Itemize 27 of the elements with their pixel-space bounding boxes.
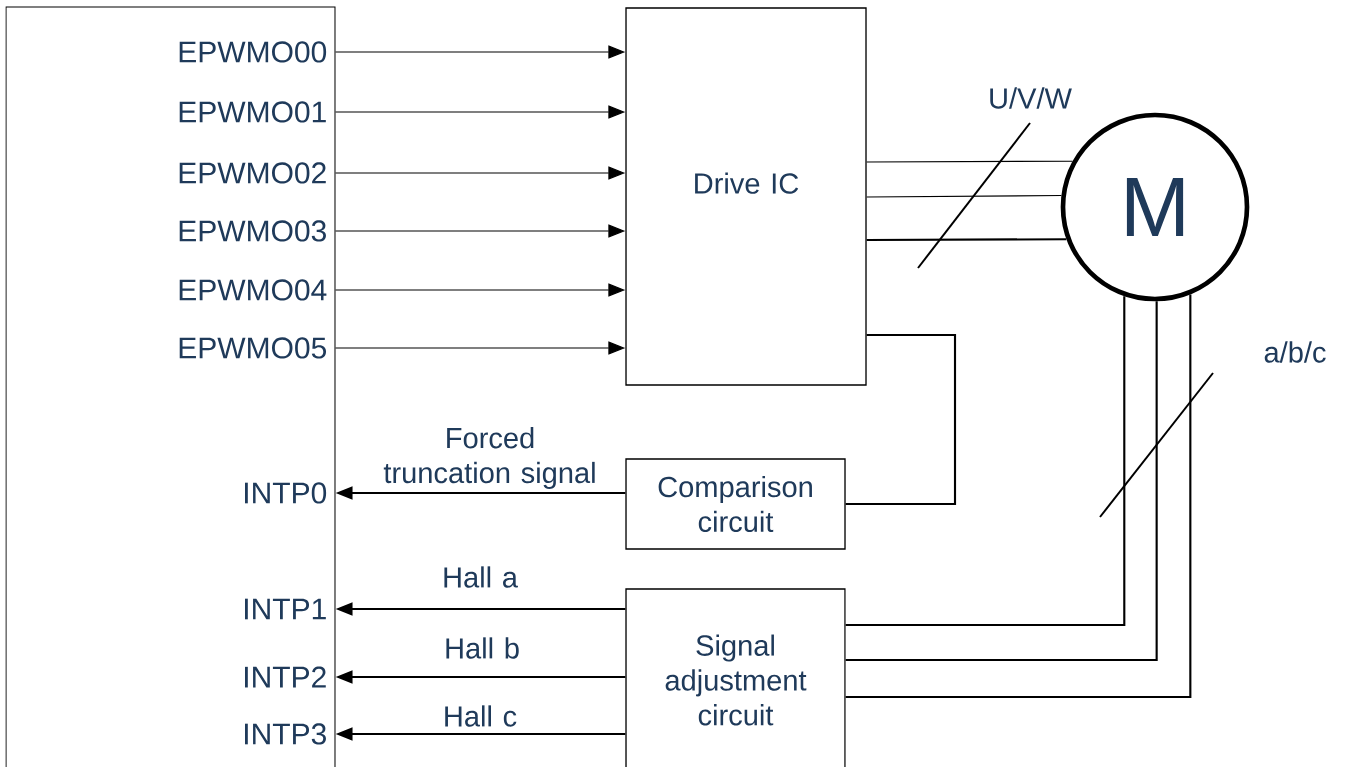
connector-line (866, 160, 1074, 163)
connector-line (845, 294, 1192, 699)
edge-label: Hall a (444, 566, 518, 588)
pin-label: EPWMO01 (179, 101, 326, 123)
edge-label: Forced truncation signal (383, 427, 595, 489)
pin-label: EPWMO04 (179, 279, 327, 301)
pin-label: EPWMO00 (179, 41, 327, 63)
circuit-box: Comparison circuit (625, 458, 846, 550)
pin-label: EPWMO03 (179, 220, 326, 242)
pin-label: INTP2 (245, 666, 326, 688)
pin-label: EPWMO05 (179, 337, 327, 359)
bus-label: a/b/c (1264, 341, 1326, 363)
microcontroller-box (5, 6, 336, 767)
pin-label: INTP0 (245, 482, 327, 504)
edge-label: Hall c (445, 705, 517, 727)
pin-label: EPWMO02 (179, 162, 326, 184)
pin-label: INTP3 (245, 723, 326, 745)
circuit-box: Drive IC (625, 7, 867, 386)
connector-line (866, 238, 1067, 242)
edge-label: Hall b (446, 637, 519, 659)
connector-line (845, 301, 1158, 662)
circuit-box: Signal adjustment circuit (625, 588, 846, 767)
bus-label: U/V/W (990, 87, 1072, 109)
connector-line (845, 296, 1126, 627)
connector-line (845, 333, 957, 506)
connector-line (866, 194, 1062, 198)
pin-label: INTP1 (245, 598, 326, 620)
